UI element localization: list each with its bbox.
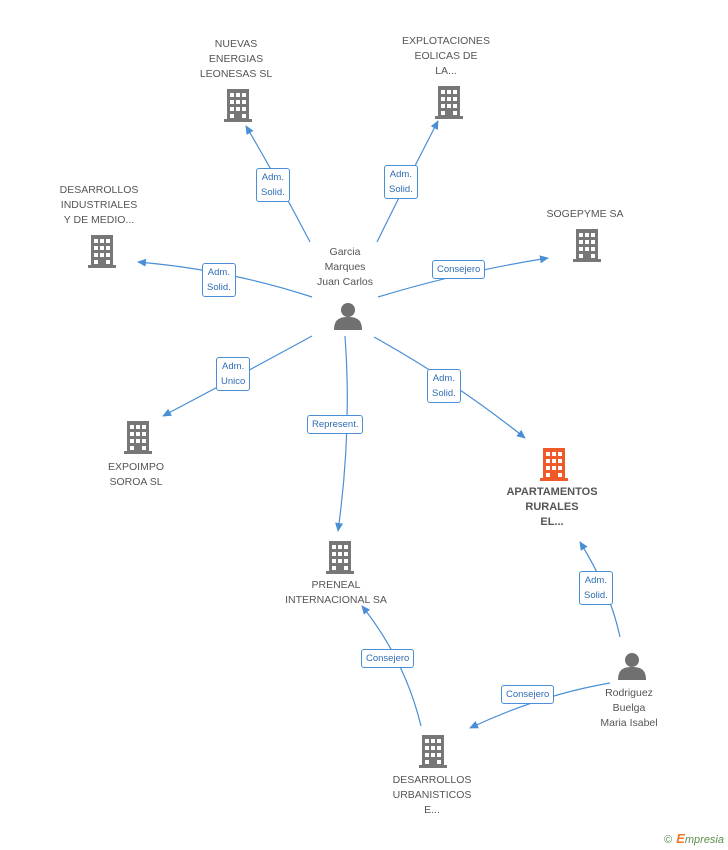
- edge-label-represent: Represent.: [307, 415, 364, 434]
- edge-label-consejero: Consejero: [361, 649, 415, 668]
- edge-label-adm-solid: Adm. Solid.: [202, 263, 236, 297]
- building-icon[interactable]: [88, 235, 116, 268]
- building-icon[interactable]: [540, 448, 568, 481]
- edge-label-adm-solid: Adm. Solid.: [256, 168, 290, 202]
- node-label-rodriguez[interactable]: Rodriguez Buelga Maria Isabel: [600, 687, 658, 729]
- node-label-sogepyme[interactable]: SOGEPYME SA: [546, 208, 624, 220]
- node-label-explotaciones[interactable]: EXPLOTACIONES EOLICAS DE LA...: [402, 35, 490, 77]
- person-icon[interactable]: [618, 653, 646, 680]
- edge-label-adm-solid: Adm. Solid.: [384, 165, 418, 199]
- building-icon[interactable]: [435, 86, 463, 119]
- brand-initial: E: [676, 831, 685, 846]
- person-icon[interactable]: [334, 303, 362, 330]
- node-label-desarrollos-urb[interactable]: DESARROLLOS URBANISTICOS E...: [392, 774, 472, 816]
- edge-label-consejero: Consejero: [432, 260, 486, 279]
- building-icon[interactable]: [124, 421, 152, 454]
- building-icon[interactable]: [419, 735, 447, 768]
- brand-rest: mpresia: [684, 834, 724, 846]
- node-label-nuevas[interactable]: NUEVAS ENERGIAS LEONESAS SL: [199, 38, 273, 80]
- node-label-garcia[interactable]: Garcia Marques Juan Carlos: [316, 246, 374, 288]
- copyright-icon: ©: [664, 834, 673, 846]
- node-label-expoimpo[interactable]: EXPOIMPO SOROA SL: [107, 461, 164, 488]
- edge-label-adm-solid: Adm. Solid.: [579, 571, 613, 605]
- node-label-desarrollos-ind[interactable]: DESARROLLOS INDUSTRIALES Y DE MEDIO...: [59, 184, 139, 226]
- node-label-preneal[interactable]: PRENEAL INTERNACIONAL SA: [285, 579, 387, 606]
- edge-label-adm-solid: Adm. Solid.: [427, 369, 461, 403]
- edge-label-consejero: Consejero: [501, 685, 555, 704]
- building-icon[interactable]: [573, 229, 601, 262]
- node-label-apartamentos[interactable]: APARTAMENTOS RURALES EL...: [506, 486, 598, 528]
- building-icon[interactable]: [326, 541, 354, 574]
- building-icon[interactable]: [224, 89, 252, 122]
- empresia-watermark[interactable]: ©Empresia: [664, 831, 724, 846]
- edge-label-adm-unico: Adm. Unico: [216, 357, 251, 391]
